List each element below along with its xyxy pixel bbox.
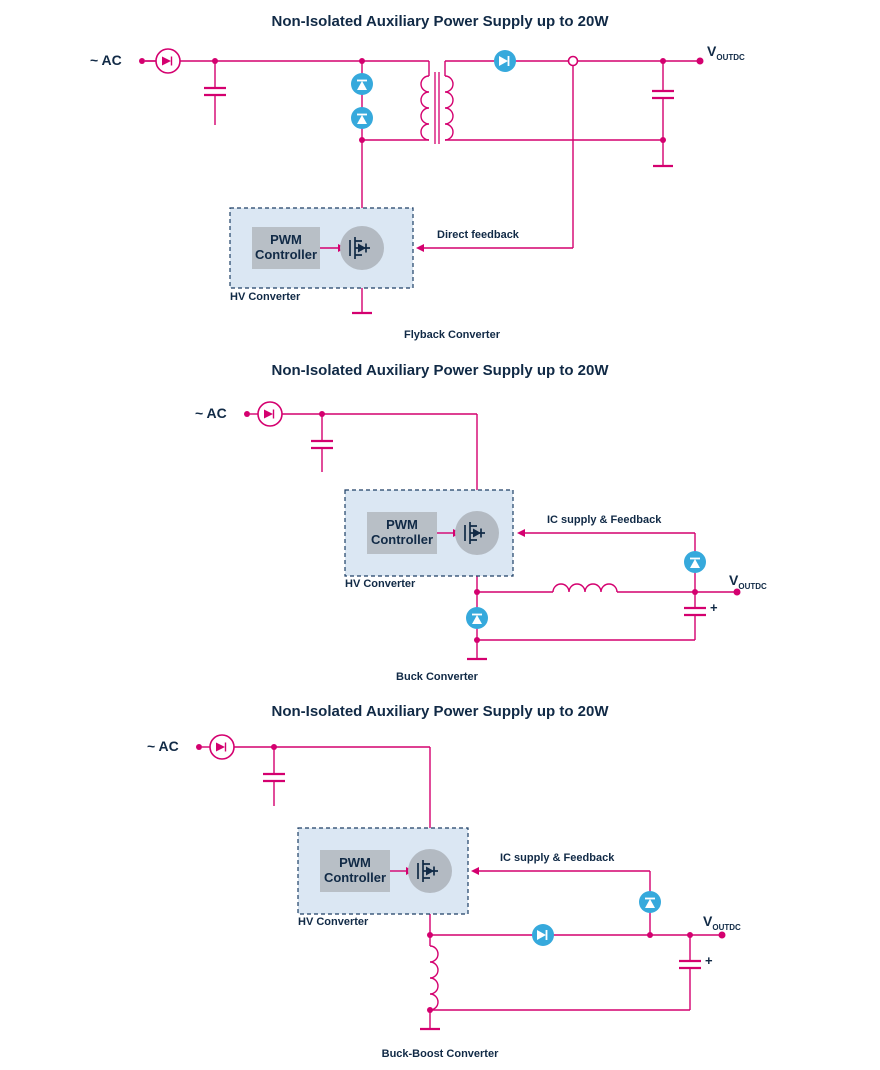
section-title: Non-Isolated Auxiliary Power Supply up t… [271,362,609,379]
output-diode-icon [494,50,516,72]
feedback-arrow [517,529,525,537]
feedback-label: Direct feedback [437,229,519,241]
junction-dots [244,411,741,643]
input-capacitor-icon [263,772,285,783]
freewheel-diode-icon [466,607,488,629]
vout-label: VOUTDC [729,572,767,591]
ac-input-label: ~ AC [147,738,179,754]
buck-circuit [244,401,741,661]
feedback-arrow [416,244,424,252]
hv-converter-label: HV Converter [298,916,369,928]
pwm-box [367,512,437,554]
junction-dots [139,57,704,143]
section-title: Non-Isolated Auxiliary Power Supply up t… [271,13,609,30]
ac-source-icon [257,401,283,427]
hv-converter-label: HV Converter [230,291,301,303]
input-capacitor-icon [311,439,333,450]
capacitor-polarity-label: + [705,953,713,968]
pwm-controller-label: PWM Controller [323,855,387,885]
pwm-controller-label: PWM Controller [254,232,318,262]
mosfet-icon [408,849,452,893]
vout-sub: OUTDC [712,922,741,932]
clamp-diode-icon [351,73,373,95]
vout-main: V [703,913,713,929]
feedback-label: IC supply & Feedback [500,852,615,864]
inductor-icon [552,583,618,593]
input-capacitor-icon [204,86,226,97]
hv-converter-label: HV Converter [345,578,416,590]
circuit-caption: Buck Converter [396,671,478,683]
vout-label: VOUTDC [703,913,741,932]
vout-main: V [729,572,739,588]
flyback-circuit [139,48,704,315]
output-capacitor-icon [679,959,701,970]
mosfet-icon [455,511,499,555]
capacitor-polarity-label: + [710,600,718,615]
circuit-caption: Flyback Converter [404,329,500,341]
supply-diode-icon [639,891,661,913]
output-capacitor-icon [652,89,674,100]
output-diode-icon [532,924,554,946]
section-title: Non-Isolated Auxiliary Power Supply up t… [271,703,609,720]
ac-source-icon [209,734,235,760]
clamp-diode-icon [351,107,373,129]
buck-boost-circuit [196,734,726,1031]
vout-sub: OUTDC [738,581,767,591]
transformer-icon [420,72,454,144]
inductor-icon [429,945,439,1011]
vout-sub: OUTDC [716,52,745,62]
circuit-caption: Buck-Boost Converter [381,1048,499,1060]
pwm-controller-label: PWM Controller [370,517,434,547]
feedback-arrow [471,867,479,875]
pwm-box [320,850,390,892]
vout-main: V [707,43,717,59]
mosfet-icon [340,226,384,270]
supply-diode-icon [684,551,706,573]
controller-box [297,827,469,915]
vout-label: VOUTDC [707,43,745,62]
ac-input-label: ~ AC [90,52,122,68]
ac-source-icon [145,48,181,74]
controller-box [229,207,414,289]
output-capacitor-icon [684,606,706,617]
feedback-tap-node [567,55,579,67]
feedback-label: IC supply & Feedback [547,514,662,526]
pwm-box [252,227,320,269]
controller-box [344,489,514,577]
flyback-wires [145,60,700,312]
junction-dots [196,744,726,1013]
ac-input-label: ~ AC [195,405,227,421]
